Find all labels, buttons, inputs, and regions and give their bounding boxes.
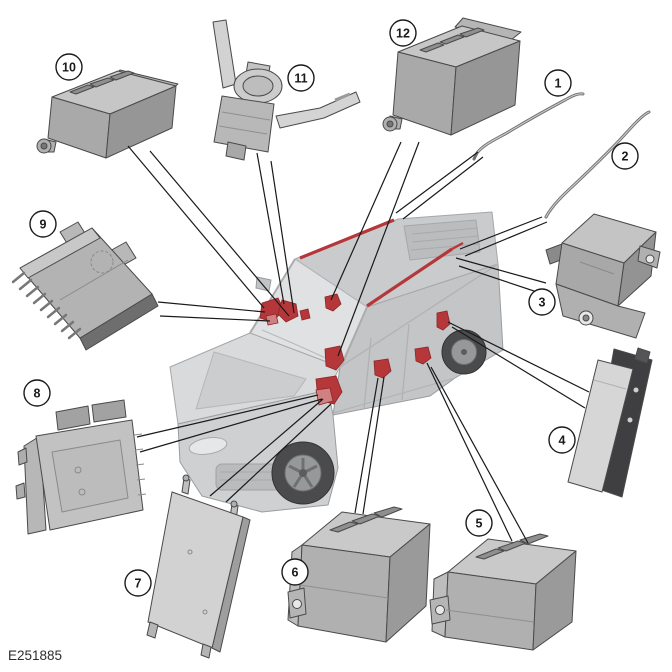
callout-circle-9 [29, 210, 57, 238]
module-illustration-12 [382, 17, 522, 136]
callout-circle-12 [389, 19, 417, 47]
callout-2: 2 [611, 142, 639, 170]
leader-line-10 [149, 150, 290, 317]
callout-10: 10 [55, 53, 83, 81]
door-seam-lines [363, 323, 410, 410]
leader-line-1 [402, 156, 484, 220]
callout-number-6: 6 [292, 566, 299, 580]
module-illustration-6 [287, 506, 431, 643]
leader-line-8 [136, 394, 319, 438]
leader-line-12 [330, 141, 402, 301]
cowl-module-highlight-c [299, 308, 311, 321]
callout-number-4: 4 [559, 434, 566, 448]
roof-rail-far-highlight [299, 218, 395, 260]
callout-circle-10 [55, 53, 83, 81]
callout-3: 3 [528, 288, 556, 316]
callout-5: 5 [465, 509, 493, 537]
windshield-header-module-highlight [324, 293, 342, 312]
callout-circle-4 [548, 426, 576, 454]
rocker-line [332, 377, 456, 414]
vehicle-hood-inset [195, 351, 307, 410]
roof-rib-lines [410, 227, 481, 251]
leader-line-5 [430, 366, 529, 544]
callout-number-10: 10 [62, 61, 76, 75]
callout-number-7: 7 [135, 577, 142, 591]
right-stalk [275, 91, 361, 129]
callout-circle-6 [281, 558, 309, 586]
leader-line-6 [362, 376, 385, 515]
figure-code-label: E251885 [8, 648, 62, 663]
switch-body [213, 95, 275, 153]
callout-number-1: 1 [555, 77, 562, 91]
leader-line-4 [447, 321, 590, 393]
leader-line-6 [354, 377, 379, 514]
antenna-cable-2-illustration [544, 110, 651, 219]
b-pillar-module-highlight [373, 358, 392, 379]
component-illustrations [11, 17, 661, 659]
callout-11: 11 [287, 64, 315, 92]
module-illustration-10 [36, 69, 179, 159]
leader-line-9 [157, 301, 266, 313]
callout-circle-1 [544, 69, 572, 97]
leader-line-1 [395, 151, 479, 214]
leader-line-10 [127, 145, 265, 309]
callout-circle-3 [528, 288, 556, 316]
callout-number-12: 12 [396, 27, 410, 41]
d-pillar-module-highlight [436, 310, 451, 331]
vehicle-headlight [188, 437, 228, 455]
steering-column-switch-illustration [212, 19, 361, 161]
module-illustration-7 [146, 474, 251, 659]
c-pillar-module-highlight [414, 346, 432, 365]
callout-number-8: 8 [34, 387, 41, 401]
callout-circle-7 [124, 569, 152, 597]
leader-line-2 [464, 221, 548, 257]
leader-line-11 [270, 160, 295, 314]
leader-line-7 [209, 398, 324, 497]
leader-line-12 [337, 141, 420, 357]
callout-number-9: 9 [40, 218, 47, 232]
callout-circle-8 [23, 379, 51, 407]
callout-7: 7 [124, 569, 152, 597]
front-wheel-hub [299, 469, 307, 477]
module-illustration-3 [545, 213, 661, 339]
callout-number-5: 5 [476, 517, 483, 531]
switch-tail [225, 141, 247, 161]
leader-line-3 [455, 257, 547, 284]
callout-4: 4 [548, 426, 576, 454]
leader-line-9 [159, 315, 271, 322]
callout-12: 12 [389, 19, 417, 47]
callout-9: 9 [29, 210, 57, 238]
callout-number-11: 11 [294, 72, 307, 86]
callout-8: 8 [23, 379, 51, 407]
antenna-cable-1-illustration [472, 92, 585, 161]
heat-sink-fins [11, 271, 82, 340]
callout-circle-2 [611, 142, 639, 170]
callout-number-2: 2 [622, 150, 629, 164]
roof-rail-near-highlight [366, 247, 453, 308]
front-wheel-spokes [288, 458, 318, 488]
cowl-module-highlight-light [265, 313, 279, 326]
leader-line-4 [451, 326, 586, 409]
module-illustration-9 [11, 221, 159, 351]
left-stalk [212, 19, 237, 89]
leader-line-8 [139, 398, 323, 453]
module-illustration-4 [567, 347, 653, 498]
roof-rail-rear-highlight [451, 241, 464, 251]
leader-line-5 [426, 362, 513, 542]
module-illustration-8 [15, 399, 147, 535]
callout-circle-11 [287, 64, 315, 92]
leader-line-2 [459, 216, 543, 250]
module-illustration-5 [429, 533, 577, 651]
rear-wheel-hub [461, 349, 467, 355]
callout-6: 6 [281, 558, 309, 586]
callout-circle-5 [465, 509, 493, 537]
callout-number-3: 3 [539, 296, 546, 310]
leader-line-7 [225, 403, 332, 503]
leader-lines [127, 141, 590, 544]
callout-1: 1 [544, 69, 572, 97]
leader-line-11 [256, 152, 285, 305]
